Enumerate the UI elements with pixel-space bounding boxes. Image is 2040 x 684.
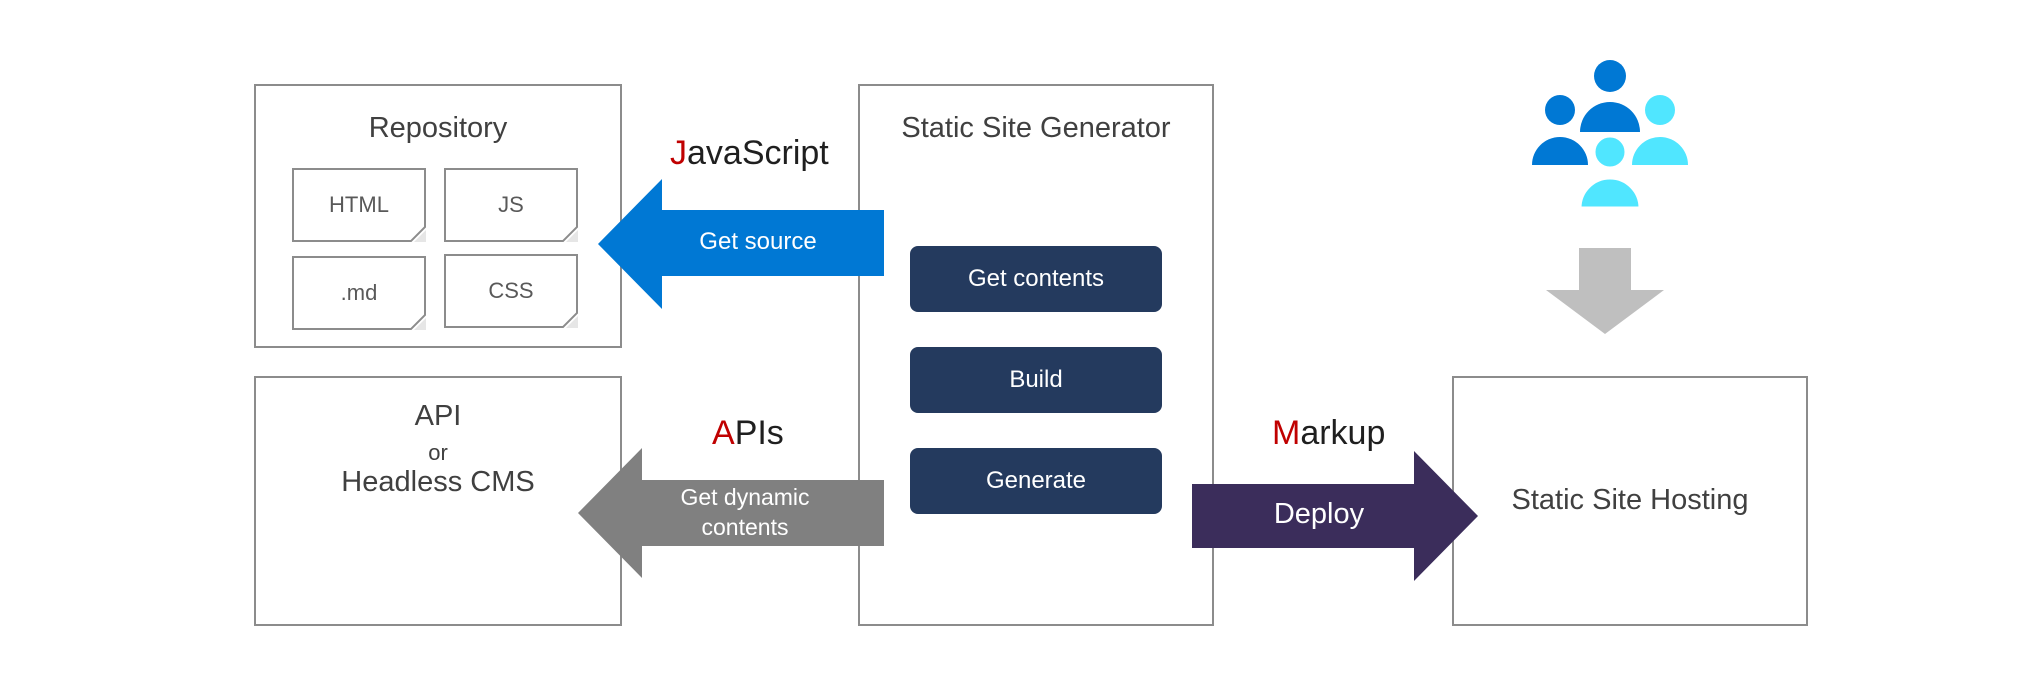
generator-title: Static Site Generator [901, 112, 1171, 144]
api-box: API or Headless CMS [254, 376, 622, 626]
file-md: .md [292, 256, 426, 330]
hosting-box: Static Site Hosting [1452, 376, 1808, 626]
page-fold-icon [562, 226, 578, 242]
markup-label: Markup [1272, 414, 1385, 453]
get-source-label: Get source [699, 228, 817, 255]
javascript-label: JavaScript [670, 134, 829, 173]
hosting-title: Static Site Hosting [1511, 484, 1749, 516]
step-get-contents-label: Get contents [967, 265, 1105, 292]
file-html: HTML [292, 168, 426, 242]
javascript-initial: J [670, 134, 687, 172]
file-js: JS [444, 168, 578, 242]
step-generate-label: Generate [985, 467, 1087, 494]
api-or: or [428, 440, 448, 465]
down-arrow-icon [1546, 248, 1664, 334]
file-js-label: JS [498, 192, 524, 217]
apis-rest: PIs [734, 414, 784, 452]
markup-rest: arkup [1300, 414, 1386, 452]
step-get-contents: Get contents [910, 246, 1162, 312]
api-headless-cms: Headless CMS [341, 466, 535, 498]
deploy-label: Deploy [1273, 498, 1365, 530]
api-title: API [414, 400, 462, 432]
repository-box: Repository HTML JS .md CSS [254, 84, 622, 348]
step-generate: Generate [910, 448, 1162, 514]
page-fold-icon [562, 312, 578, 328]
file-css: CSS [444, 254, 578, 328]
deploy-arrow [1192, 451, 1478, 581]
get-dynamic-label: Get dynamic contents [680, 484, 810, 540]
repository-title: Repository [368, 112, 508, 144]
step-build-label: Build [1009, 366, 1063, 393]
javascript-rest: avaScript [687, 134, 829, 172]
get-dynamic-arrow [578, 448, 884, 578]
page-fold-icon [410, 226, 426, 242]
file-html-label: HTML [329, 192, 389, 217]
apis-initial: A [712, 414, 735, 452]
page-fold-icon [410, 314, 426, 330]
get-source-arrow [598, 179, 884, 309]
step-build: Build [910, 347, 1162, 413]
markup-initial: M [1272, 414, 1301, 452]
file-md-label: .md [340, 280, 378, 305]
users-group-icon [1532, 60, 1688, 210]
file-css-label: CSS [488, 278, 534, 303]
apis-label: APIs [712, 414, 784, 453]
